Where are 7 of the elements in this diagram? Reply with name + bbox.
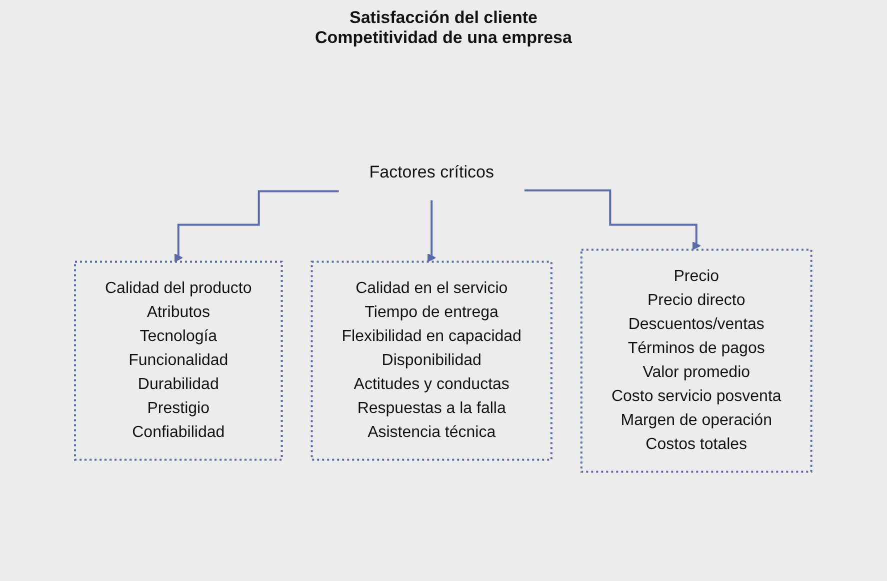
arrow bbox=[428, 198, 436, 262]
diagram-title: Satisfacción del cliente Competitividad de una empresa bbox=[314, 8, 573, 48]
arrow bbox=[174, 190, 340, 262]
node-box: Precio Precio directo Descuentos/ventas Términos de pagos Valor promedio Costo servicio posventa Margen de operación Costos totales bbox=[580, 248, 813, 473]
node-text: Factores críticos bbox=[370, 162, 494, 182]
arrow bbox=[524, 189, 702, 250]
node-box: Calidad en el servicio Tiempo de entrega Flexibilidad en capacidad Disponibilidad Actitudes y conductas Respuestas a la falla Asistencia técnica bbox=[311, 260, 553, 461]
